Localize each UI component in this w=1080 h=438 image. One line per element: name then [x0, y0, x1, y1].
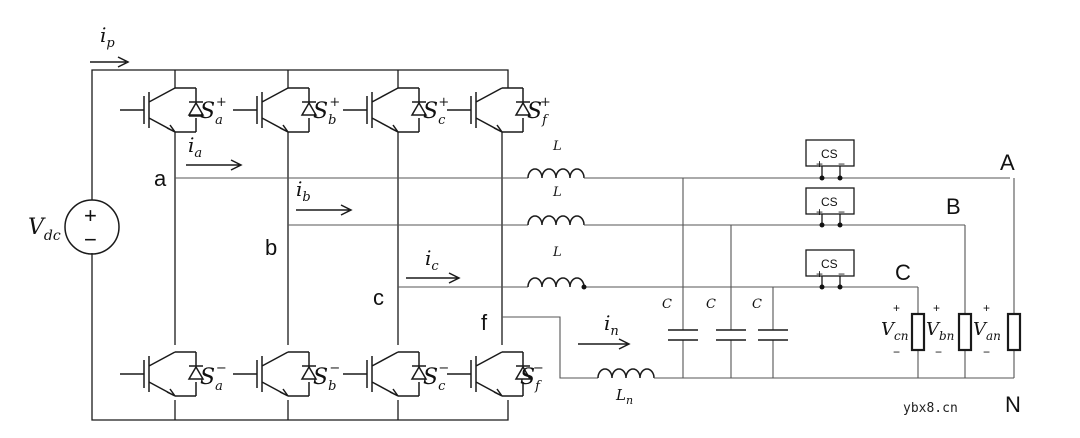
vcn-plus: + — [893, 301, 900, 315]
current-sensor-c — [805, 249, 855, 290]
switch-sa-bot — [120, 351, 205, 397]
van-plus: + — [983, 301, 990, 315]
dc-positive-bus — [91, 69, 509, 200]
ia-label: ia — [188, 133, 202, 161]
node-f: f — [481, 310, 488, 335]
label-sa-bot: Sa− — [200, 361, 227, 394]
vcn-label: Vcn — [881, 319, 908, 343]
load-bn — [957, 312, 973, 352]
vcn-minus: − — [893, 345, 900, 359]
capacitor-3 — [758, 329, 788, 341]
ib-arrow — [296, 204, 353, 216]
source-minus: − — [84, 227, 97, 252]
watermark: ybx8.cn — [903, 401, 958, 416]
inductor-c — [527, 277, 918, 288]
inductor-b-label: L — [552, 185, 562, 200]
inductor-a-label: L — [552, 139, 562, 154]
label-sb-bot: Sb− — [313, 361, 340, 394]
load-an — [1006, 312, 1022, 352]
vbn-plus: + — [933, 301, 940, 315]
label-sa-top: Sa+ — [200, 95, 227, 128]
node-c: c — [373, 285, 384, 310]
inductor-a — [527, 168, 1010, 179]
terminal-B: B — [946, 194, 961, 219]
vbn-minus: − — [935, 345, 942, 359]
sensor-c-minus: − — [838, 267, 845, 281]
label-sc-bot: Sc− — [423, 361, 449, 394]
sensor-b-minus: − — [838, 205, 845, 219]
sensor-b-label: CS — [821, 195, 838, 209]
terminal-N: N — [1005, 392, 1021, 417]
inductor-b — [527, 215, 965, 226]
inductor-n-label: Ln — [615, 386, 633, 407]
label-sb-top: Sb+ — [313, 95, 340, 128]
terminal-A: A — [1000, 150, 1015, 175]
current-sensor-a — [805, 139, 855, 181]
van-label: Van — [973, 319, 1001, 343]
sensor-a-label: CS — [821, 147, 838, 161]
capacitor-1 — [668, 329, 698, 341]
load-cn — [910, 312, 926, 352]
sensor-c-plus: + — [816, 267, 823, 281]
inductor-c-label: L — [552, 245, 562, 260]
switch-sb-bot — [233, 351, 318, 397]
capacitor-2-label: C — [706, 297, 716, 312]
capacitor-2 — [716, 329, 746, 341]
switch-sf-bot — [447, 351, 532, 397]
source-plus: + — [84, 203, 97, 228]
switch-sc-top — [343, 87, 428, 133]
label-sc-top: Sc+ — [423, 95, 449, 128]
capacitor-1-label: C — [662, 297, 672, 312]
switch-sc-bot — [343, 351, 428, 397]
current-sensor-b — [805, 187, 855, 228]
inductor-n — [597, 368, 1014, 379]
in-arrow — [578, 338, 631, 350]
terminal-C: C — [895, 260, 911, 285]
switch-sb-top — [233, 87, 318, 133]
label-sf-bot: Sf− — [520, 361, 544, 394]
phase-f-wire — [502, 316, 598, 379]
sensor-c-label: CS — [821, 257, 838, 271]
ib-label: ib — [296, 177, 311, 205]
switch-sf-top — [447, 87, 532, 133]
dc-source: + − — [64, 199, 120, 255]
ic-label: ic — [425, 246, 439, 274]
node-b: b — [265, 235, 277, 260]
vbn-label: Vbn — [926, 319, 954, 343]
label-sf-top: Sf+ — [527, 95, 551, 128]
sensor-a-plus: + — [816, 157, 823, 171]
capacitor-3-label: C — [752, 297, 762, 312]
node-a: a — [154, 166, 167, 191]
switch-sa-top — [120, 87, 205, 133]
sensor-a-minus: − — [838, 157, 845, 171]
ip-arrow — [90, 56, 130, 68]
dc-negative-bus — [91, 253, 509, 421]
in-label: in — [604, 311, 619, 339]
ic-arrow — [406, 272, 461, 284]
ia-arrow — [186, 159, 243, 171]
vdc-label: Vdc — [28, 215, 61, 244]
sensor-b-plus: + — [816, 205, 823, 219]
ip-label: ip — [100, 23, 115, 51]
van-minus: − — [983, 345, 990, 359]
junction-c — [581, 284, 587, 290]
